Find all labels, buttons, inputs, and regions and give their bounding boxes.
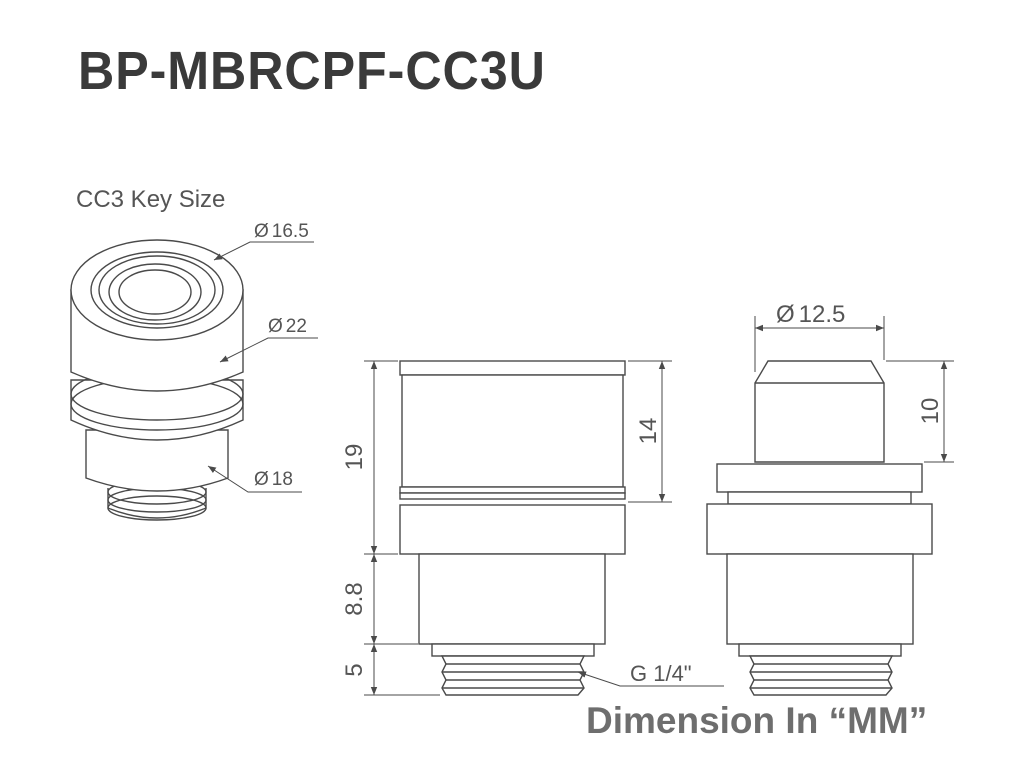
neck-height-8-8-label: 8.8 (341, 582, 368, 615)
body-height-14-label: 14 (635, 418, 662, 445)
front-view (399, 360, 626, 696)
tip-height-10-label: 10 (917, 398, 944, 425)
isometric-view (70, 239, 244, 521)
units-note: Dimension In “MM” (586, 700, 928, 741)
iso-leaders (207, 241, 318, 493)
thread-height-5-label: 5 (341, 663, 368, 676)
key-size-label: CC3 Key Size (76, 186, 226, 213)
front-dimension-lines (364, 360, 724, 696)
overall-height-19-label: 19 (341, 444, 368, 471)
drawing-title: BP-MBRCPF-CC3U (78, 41, 546, 101)
thread-spec-label: G 1/4" (630, 661, 692, 686)
side-dimension-lines (754, 316, 954, 463)
side-view (706, 360, 933, 696)
